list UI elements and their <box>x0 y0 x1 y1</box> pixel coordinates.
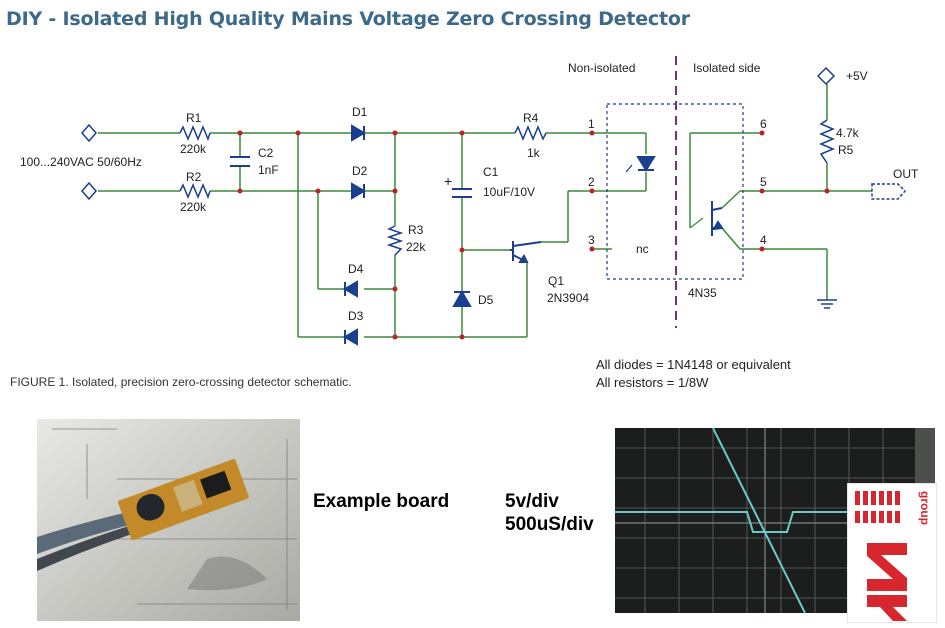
pin-6: 6 <box>760 117 767 131</box>
input-voltage-label: 100...240VAC 50/60Hz <box>20 155 142 169</box>
page-title: DIY - Isolated High Quality Mains Voltag… <box>6 8 690 30</box>
pin-4: 4 <box>760 233 767 247</box>
d3-name: D3 <box>348 309 364 323</box>
pin-5: 5 <box>760 175 767 189</box>
r5-name: R5 <box>838 143 854 157</box>
note-diodes: All diodes = 1N4148 or equivalent <box>596 357 791 372</box>
c1-value: 10uF/10V <box>483 185 536 199</box>
optocoupler-label: 4N35 <box>688 286 717 300</box>
c1-polarity: + <box>444 173 453 189</box>
terminals <box>81 66 907 201</box>
example-board-photo <box>37 419 300 621</box>
example-board-label: Example board <box>313 491 450 512</box>
wires <box>98 84 872 338</box>
r5-value: 4.7k <box>836 126 859 140</box>
supply-label: +5V <box>846 69 868 83</box>
d2-name: D2 <box>352 164 368 178</box>
pin-2: 2 <box>588 175 595 189</box>
isolated-side-label: Isolated side <box>693 61 761 75</box>
r2-value: 220k <box>180 200 207 214</box>
r1-name: R1 <box>186 111 202 125</box>
scope-time-per-div: 500uS/div <box>505 514 594 535</box>
logo-text: group <box>918 491 932 525</box>
r4-value: 1k <box>527 146 540 160</box>
transistors <box>510 201 724 263</box>
pin-1: 1 <box>588 117 595 131</box>
figure-caption: FIGURE 1. Isolated, precision zero-cross… <box>10 375 352 389</box>
non-isolated-label: Non-isolated <box>568 61 636 75</box>
q1-name: Q1 <box>548 274 565 288</box>
r3-value: 22k <box>406 240 426 254</box>
r2-name: R2 <box>186 170 202 184</box>
r4-name: R4 <box>523 111 539 125</box>
schematic-diagram <box>81 56 907 346</box>
nc-label: nc <box>636 242 649 256</box>
resistors <box>179 119 835 256</box>
r3-name: R3 <box>408 223 424 237</box>
d1-name: D1 <box>352 105 368 119</box>
diodes <box>343 124 656 346</box>
c2-name: C2 <box>258 146 274 160</box>
note-resistors: All resistors = 1/8W <box>596 375 709 390</box>
d4-name: D4 <box>348 262 364 276</box>
watermark-logo: group <box>846 482 938 624</box>
c2-value: 1nF <box>258 163 279 177</box>
d5-name: D5 <box>478 293 494 307</box>
pin-3: 3 <box>588 233 595 247</box>
scope-volts-per-div: 5v/div <box>505 491 559 512</box>
ground-symbol <box>817 299 837 309</box>
r1-value: 220k <box>180 142 207 156</box>
q1-value: 2N3904 <box>547 291 590 305</box>
nodes <box>237 130 830 340</box>
c1-name: C1 <box>483 165 499 179</box>
output-label: OUT <box>893 167 919 181</box>
capacitors <box>230 156 472 198</box>
